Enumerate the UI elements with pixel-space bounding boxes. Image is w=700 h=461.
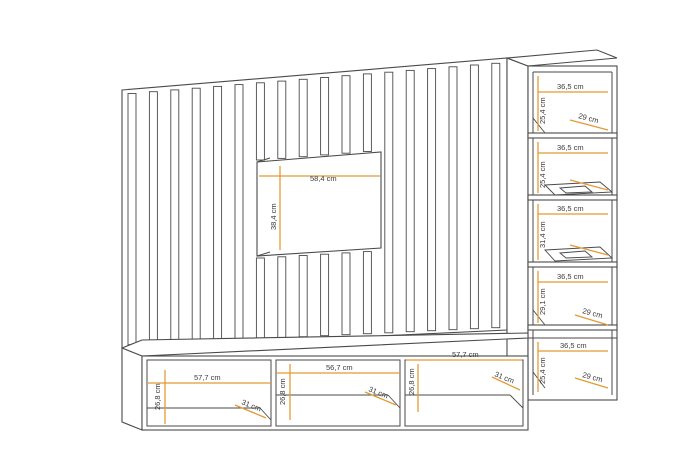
wall-slat: [170, 89, 180, 344]
wall-slat: [277, 256, 287, 339]
wall-slat: [491, 62, 501, 329]
wall-slat: [362, 251, 372, 335]
tv-opening-width-label: 58,4 cm: [310, 174, 337, 183]
right-shelf-3-width-label: 36,5 cm: [557, 204, 584, 213]
wall-slat: [427, 68, 437, 332]
wall-slat: [234, 84, 244, 341]
base-right-width-label: 57,7 cm: [452, 350, 479, 359]
wall-slat: [148, 91, 158, 345]
right-shelf-2-width-label: 36,5 cm: [557, 143, 584, 152]
base-mid-width-label: 56,7 cm: [326, 363, 353, 372]
wall-slat: [341, 252, 351, 336]
base-left-height-label: 26,8 cm: [153, 383, 162, 410]
right-shelf-3-height-label: 31,4 cm: [538, 221, 547, 248]
wall-slat: [298, 255, 308, 338]
base-right-height-label: 26,8 cm: [407, 368, 416, 395]
right-base-height-label: 25,4 cm: [538, 357, 547, 384]
wall-slat: [362, 73, 372, 152]
wall-slat: [298, 78, 308, 158]
wall-slat: [384, 71, 394, 334]
wall-slat: [255, 82, 265, 161]
wall-slat: [213, 85, 223, 342]
wall-slat: [448, 66, 458, 331]
base-left-width-label: 57,7 cm: [194, 373, 221, 382]
right-shelf-4-width-label: 36,5 cm: [557, 272, 584, 281]
wall-slat: [320, 253, 330, 337]
wall-slat: [255, 257, 265, 340]
right-shelf-unit: 36,5 cm 25,4 cm 29 cm 36,5 cm 25,4 cm 36…: [506, 49, 618, 401]
wall-slat: [191, 87, 201, 343]
wall-slat: [341, 75, 351, 154]
wall-slat: [320, 77, 330, 156]
base-mid-height-label: 26,8 cm: [278, 378, 287, 405]
right-shelf-1-height-label: 25,4 cm: [538, 97, 547, 124]
right-shelf-1-width-label: 36,5 cm: [557, 82, 584, 91]
right-shelf-2-height-label: 25,4 cm: [538, 161, 547, 188]
wall-slat: [405, 69, 415, 333]
base-cabinet: 57,7 cm 26,8 cm 31 cm 56,7 cm 26,8 cm 31…: [121, 332, 529, 431]
tv-opening-height-label: 38,4 cm: [269, 203, 278, 230]
right-shelf-4-height-label: 29,1 cm: [538, 288, 547, 315]
wall-slat: [469, 64, 479, 330]
right-base-width-label: 36,5 cm: [560, 341, 587, 350]
wall-slat: [277, 80, 287, 159]
tv-opening: 58,4 cm 38,4 cm: [256, 151, 382, 257]
wall-slat: [127, 93, 137, 346]
